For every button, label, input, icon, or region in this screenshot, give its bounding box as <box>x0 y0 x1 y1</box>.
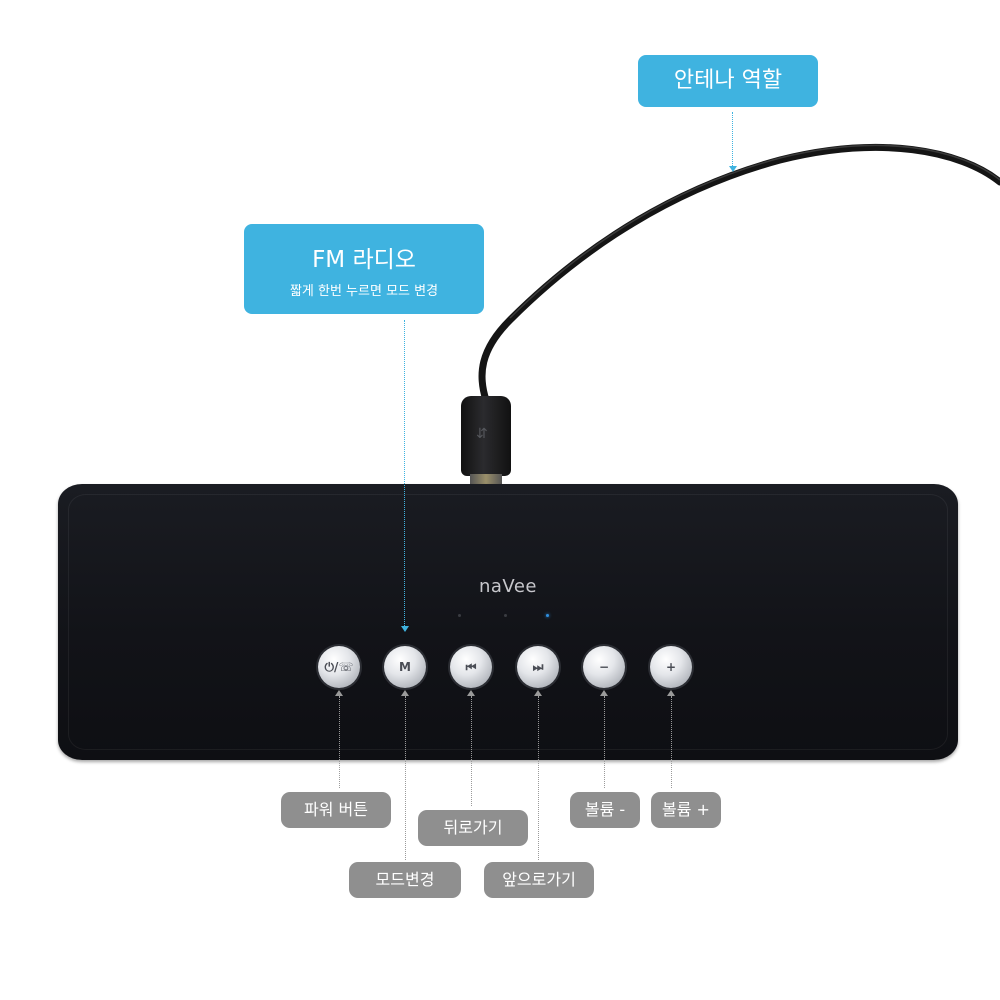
antenna-callout: 안테나 역할 <box>638 55 818 107</box>
next-label: 앞으로가기 <box>484 862 594 898</box>
volume-up-leader-line <box>671 696 672 788</box>
status-led <box>504 614 507 617</box>
next-button[interactable]: ⏭ <box>517 646 559 688</box>
minus-icon: − <box>598 660 610 674</box>
mode-leader-line <box>405 696 406 860</box>
arrow-up-icon <box>401 690 409 696</box>
fm-radio-title: FM 라디오 <box>312 247 416 273</box>
power-icon: ⏻/☏ <box>324 659 354 674</box>
plus-icon: + <box>665 660 677 674</box>
volume-up-label: 볼륨 + <box>651 792 721 828</box>
arrow-up-icon <box>467 690 475 696</box>
cable-path <box>478 144 1000 404</box>
fm-radio-callout: FM 라디오 짧게 한번 누르면 모드 변경 <box>244 224 484 314</box>
power-leader-line <box>339 696 340 788</box>
arrow-up-icon <box>534 690 542 696</box>
arrow-up-icon <box>335 690 343 696</box>
speaker-body: naVee ⏻/☏ M ⏮ ⏭ − + <box>58 484 958 760</box>
speaker-fabric <box>68 494 948 750</box>
next-leader-line <box>538 696 539 860</box>
volume-down-button[interactable]: − <box>583 646 625 688</box>
antenna-leader-line <box>732 112 733 166</box>
power-button[interactable]: ⏻/☏ <box>318 646 360 688</box>
arrow-up-icon <box>600 690 608 696</box>
previous-icon: ⏮ <box>465 659 477 674</box>
arrow-down-icon <box>729 166 737 172</box>
mode-button[interactable]: M <box>384 646 426 688</box>
usb-plug-tip <box>470 474 502 486</box>
brand-logo: naVee <box>478 576 537 597</box>
usb-icon: ⇵ <box>476 426 488 442</box>
arrow-down-icon <box>401 626 409 632</box>
previous-leader-line <box>471 696 472 806</box>
cable-highlight <box>509 144 1000 319</box>
mode-icon: M <box>399 660 411 674</box>
next-icon: ⏭ <box>532 659 544 674</box>
previous-label: 뒤로가기 <box>418 810 528 846</box>
fm-leader-line <box>404 320 405 626</box>
volume-down-leader-line <box>604 696 605 788</box>
mode-label: 모드변경 <box>349 862 461 898</box>
power-label: 파워 버튼 <box>281 792 391 828</box>
arrow-up-icon <box>667 690 675 696</box>
antenna-callout-text: 안테나 역할 <box>673 68 783 93</box>
usb-plug <box>461 396 511 476</box>
volume-up-button[interactable]: + <box>650 646 692 688</box>
status-led <box>458 614 461 617</box>
status-led-active <box>546 614 549 617</box>
fm-radio-subtitle: 짧게 한번 누르면 모드 변경 <box>289 284 439 299</box>
volume-down-label: 볼륨 - <box>570 792 640 828</box>
previous-button[interactable]: ⏮ <box>450 646 492 688</box>
